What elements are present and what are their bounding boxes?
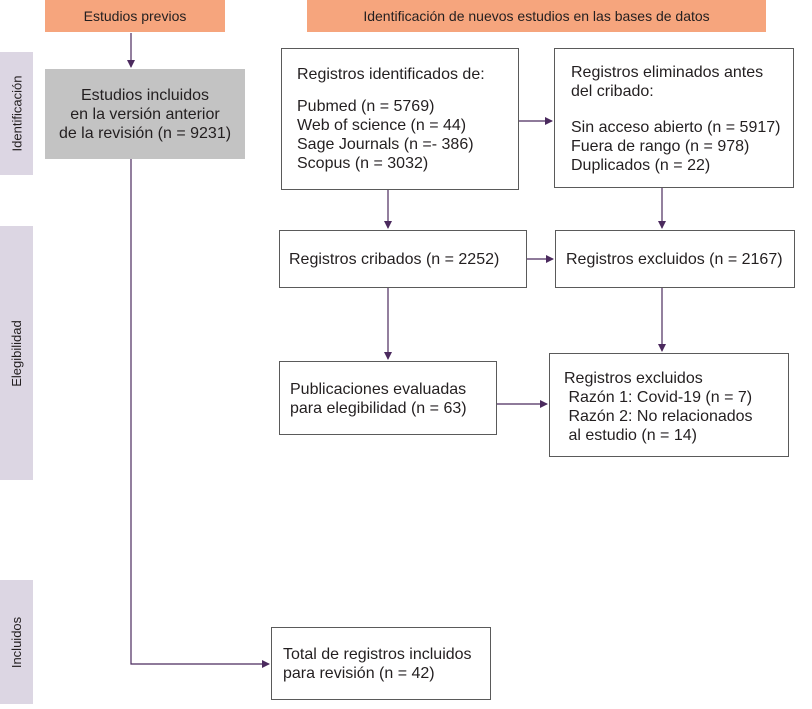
- header-new-studies: Identificación de nuevos estudios en las…: [307, 0, 766, 32]
- source-sage-journals: Sage Journals (n =- 386): [297, 136, 474, 153]
- records-excluded-box: Registros excluidos (n = 2167): [555, 230, 795, 288]
- phase-included: Incluidos: [0, 580, 33, 704]
- phase-eligibility-label: Elegibilidad: [9, 319, 24, 387]
- excluded-reason-2-cont: al estudio (n = 14): [564, 427, 697, 444]
- previous-studies-line: de la revisión (n = 9231): [58, 124, 232, 142]
- phase-eligibility: Elegibilidad: [0, 226, 33, 480]
- source-web-of-science: Web of science (n = 44): [297, 117, 467, 134]
- header-new-label: Identificación de nuevos estudios en las…: [363, 8, 710, 24]
- excluded-reasons-title: Registros excluidos: [564, 370, 703, 387]
- phase-identification-label: Identificación: [9, 75, 25, 152]
- records-removed-title: Registros eliminados antes: [571, 64, 764, 81]
- header-previous-label: Estudios previos: [83, 8, 187, 24]
- previous-studies-line: Estudios incluidos: [80, 86, 210, 104]
- assessed-line: para elegibilidad (n = 63): [290, 400, 467, 417]
- records-removed-box: Registros eliminados antes del cribado: …: [554, 48, 794, 188]
- header-previous-studies: Estudios previos: [45, 0, 225, 32]
- total-included-line: Total de registros incluidos: [283, 646, 472, 663]
- previous-studies-line: en la versión anterior: [70, 105, 220, 123]
- phase-identification: Identificación: [0, 52, 33, 175]
- records-removed-title: del cribado:: [571, 83, 654, 100]
- records-excluded-text: Registros excluidos (n = 2167): [566, 251, 783, 268]
- removed-out-of-range: Fuera de rango (n = 978): [571, 138, 750, 155]
- removed-duplicates: Duplicados (n = 22): [571, 157, 711, 174]
- source-scopus: Scopus (n = 3032): [297, 155, 429, 172]
- arrow-previous-to-total: [130, 159, 270, 668]
- records-identified-box: Registros identificados de: Pubmed (n = …: [281, 48, 519, 190]
- removed-no-open-access: Sin acceso abierto (n = 5917): [571, 119, 781, 136]
- source-pubmed: Pubmed (n = 5769): [297, 98, 435, 115]
- records-screened-text: Registros cribados (n = 2252): [289, 251, 500, 268]
- total-included-line: para revisión (n = 42): [283, 665, 435, 682]
- phase-included-label: Incluidos: [9, 616, 24, 668]
- records-excluded-reasons-box: Registros excluidos Razón 1: Covid-19 (n…: [549, 353, 789, 457]
- previous-studies-box: Estudios incluidos en la versión anterio…: [45, 69, 245, 159]
- total-included-box: Total de registros incluidos para revisi…: [271, 627, 491, 700]
- excluded-reason-2: Razón 2: No relacionados: [564, 408, 753, 425]
- excluded-reason-1: Razón 1: Covid-19 (n = 7): [564, 389, 753, 406]
- assessed-eligibility-box: Publicaciones evaluadas para elegibilida…: [279, 361, 497, 435]
- records-identified-title: Registros identificados de:: [297, 66, 485, 83]
- assessed-line: Publicaciones evaluadas: [290, 381, 467, 398]
- records-screened-box: Registros cribados (n = 2252): [279, 230, 527, 288]
